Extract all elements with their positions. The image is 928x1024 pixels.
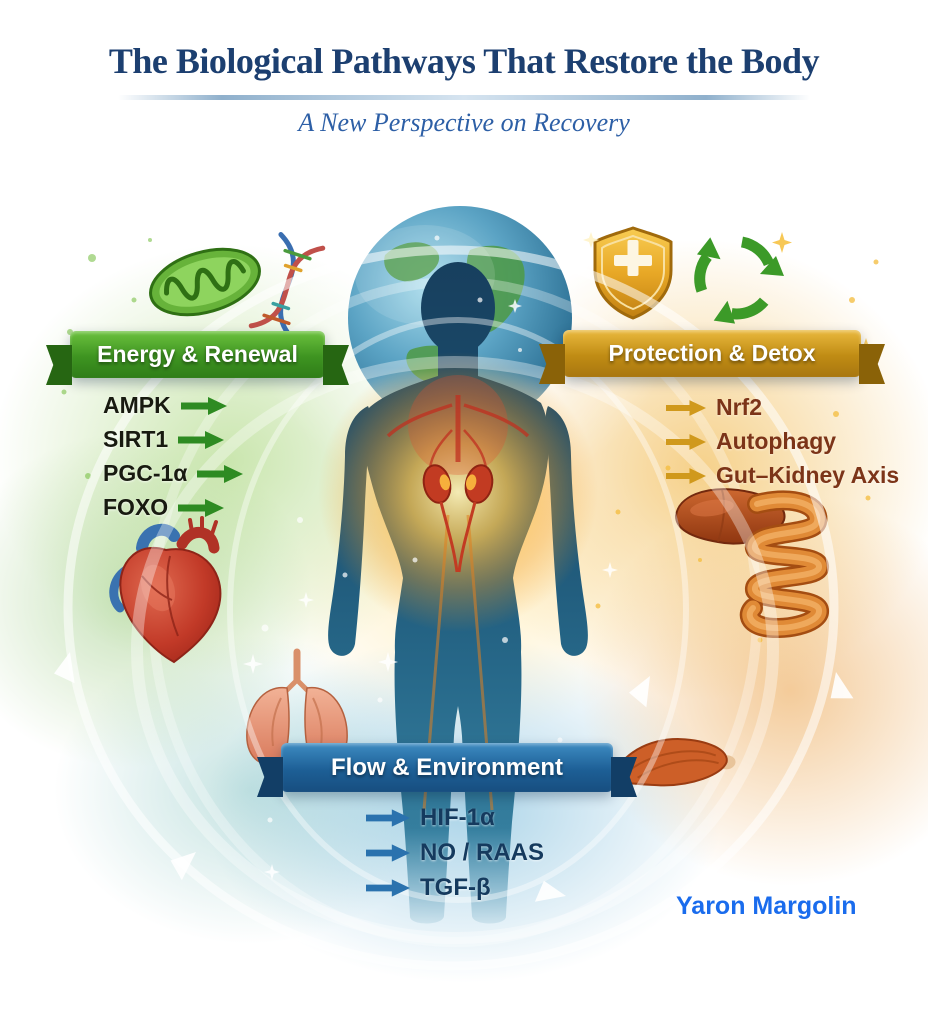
- pathway-item-ampk: AMPK: [103, 394, 243, 417]
- banner-energy-renewal: Energy & Renewal: [70, 331, 325, 378]
- banner-flow-environment-label: Flow & Environment: [330, 753, 563, 781]
- arrow-right-icon: [197, 464, 244, 483]
- arrow-right-icon: [366, 844, 410, 862]
- banner-protection-detox-label: Protection & Detox: [608, 340, 816, 366]
- pathway-item-label: TGF-β: [420, 874, 491, 901]
- arrow-right-icon: [666, 467, 706, 484]
- arrow-right-icon: [666, 399, 706, 416]
- arrow-right-icon: [178, 498, 225, 517]
- energy-renewal-list: AMPK SIRT1 PGC-1α FOXO: [103, 394, 244, 519]
- page-title: The Biological Pathways That Restore the…: [108, 41, 820, 81]
- banner-flow-environment: Flow & Environment: [281, 743, 613, 792]
- arrow-right-icon: [178, 430, 225, 449]
- pathway-item-hif1a: HIF-1α: [366, 806, 544, 830]
- banner-energy-renewal-label: Energy & Renewal: [97, 341, 298, 367]
- banner-protection-detox: Protection & Detox: [563, 330, 861, 377]
- pathway-item-label: SIRT1: [103, 426, 169, 452]
- protection-detox-list: Nrf2 Autophagy Gut–Kidney Axis: [666, 396, 899, 487]
- pathway-item-gut-kidney-axis: Gut–Kidney Axis: [666, 464, 899, 487]
- pathway-item-label: Autophagy: [716, 428, 837, 454]
- pathway-item-autophagy: Autophagy: [666, 430, 899, 453]
- pathway-item-label: Nrf2: [716, 394, 763, 420]
- pathway-item-tgfb: TGF-β: [366, 876, 544, 900]
- pathway-item-nrf2: Nrf2: [666, 396, 899, 419]
- pathway-item-no-raas: NO / RAAS: [366, 841, 544, 865]
- arrow-right-icon: [366, 809, 410, 827]
- pathway-item-pgc1a: PGC-1α: [103, 460, 244, 486]
- pathway-item-label: PGC-1α: [103, 460, 188, 486]
- arrow-right-icon: [666, 433, 706, 450]
- page-subtitle: A New Perspective on Recovery: [298, 108, 630, 137]
- attribution: Yaron Margolin: [676, 892, 857, 920]
- flow-environment-list: HIF-1α NO / RAAS TGF-β: [366, 806, 544, 900]
- arrow-right-icon: [366, 879, 410, 897]
- pathway-item-foxo: FOXO: [103, 496, 243, 519]
- pathway-item-label: FOXO: [103, 494, 169, 520]
- pathway-item-sirt1: SIRT1: [103, 428, 243, 451]
- title-divider: [118, 95, 810, 100]
- pathway-item-label: AMPK: [103, 392, 171, 418]
- pathway-item-label: HIF-1α: [420, 804, 495, 831]
- pathway-item-label: NO / RAAS: [420, 839, 545, 866]
- pathway-item-label: Gut–Kidney Axis: [716, 462, 900, 488]
- arrow-right-icon: [180, 396, 227, 415]
